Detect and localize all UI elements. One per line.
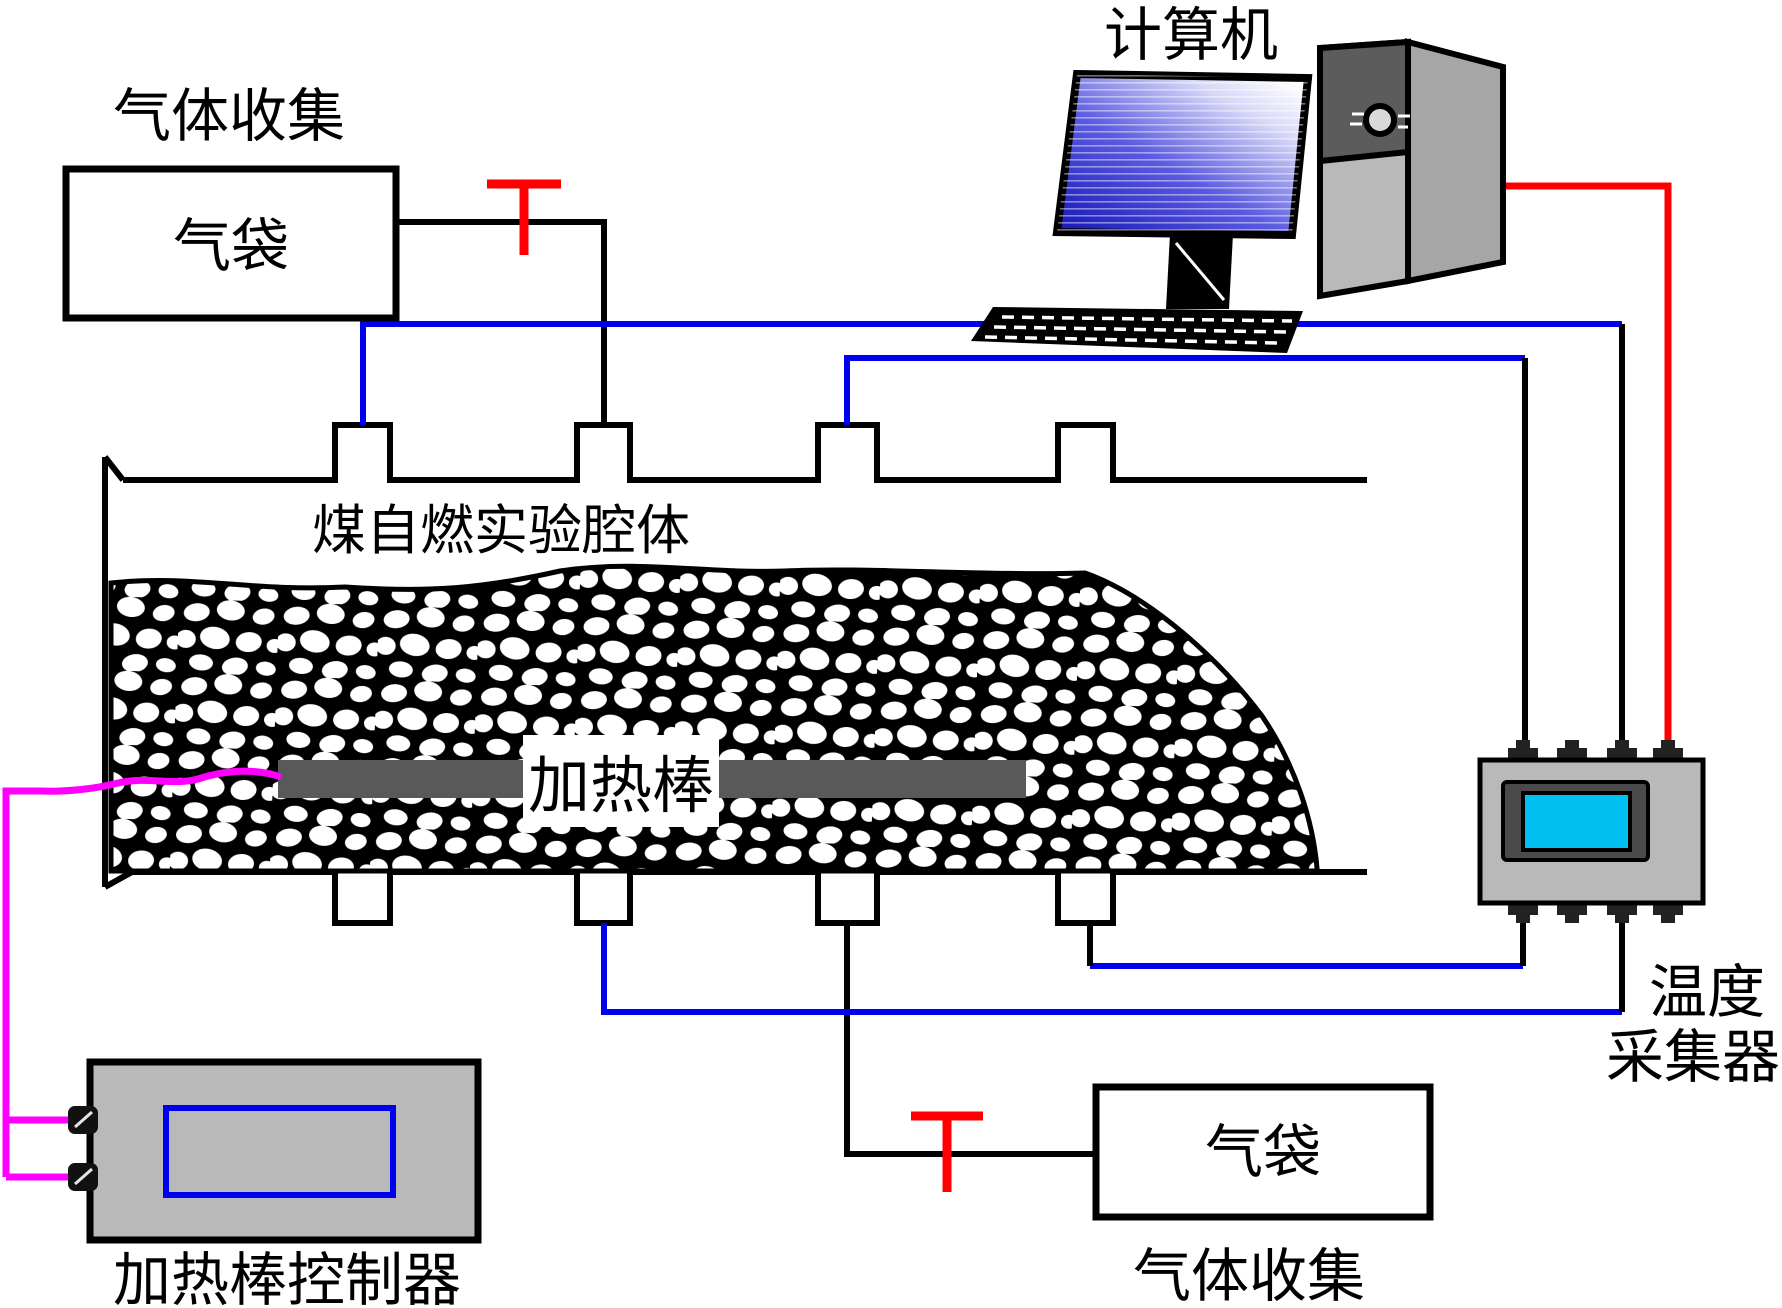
heating-rod-label: 加热棒 xyxy=(528,753,714,821)
tower-front-top xyxy=(1317,38,1411,165)
gas-collection-top-label: 气体收集 xyxy=(113,84,345,149)
keyboard-keys xyxy=(984,315,1293,345)
wire-bottom-port2 xyxy=(601,923,1622,1015)
collector-screen xyxy=(1521,791,1632,852)
combustion-chamber: 加热棒 煤自燃实验腔体 xyxy=(102,422,1367,926)
controller-body xyxy=(86,1058,482,1244)
power-button-icon xyxy=(1363,103,1397,137)
monitor-stand-fold xyxy=(1174,242,1226,301)
chamber-label: 煤自燃实验腔体 xyxy=(312,501,690,561)
collector-top-nubs xyxy=(1508,740,1683,762)
gas-bag-top-label: 气袋 xyxy=(173,214,289,279)
gas-bag-top-box xyxy=(62,165,400,322)
temperature-collector: 温度 采集器 xyxy=(1477,740,1780,1090)
gas-bag-bottom-box xyxy=(1092,1083,1434,1221)
collector-label-line1: 温度 xyxy=(1649,960,1765,1025)
gas-line-bottom xyxy=(844,923,1096,1157)
gas-line-top xyxy=(396,219,607,425)
power-button-glint xyxy=(1350,112,1410,129)
valve-bottom xyxy=(911,1111,983,1192)
controller-display xyxy=(163,1105,396,1198)
valve-icon xyxy=(487,179,561,255)
gas-collection-bottom-label: 气体收集 xyxy=(1133,1244,1365,1308)
gas-bag-top: 气体收集 气袋 xyxy=(62,84,400,322)
gas-bag-bottom-label: 气袋 xyxy=(1205,1120,1321,1185)
valve-top xyxy=(487,179,561,255)
collector-label-line2: 采集器 xyxy=(1606,1025,1780,1090)
thermocouple-wire-drops xyxy=(1087,324,1625,1012)
wire-top-port3 xyxy=(844,355,1525,425)
tower-side xyxy=(1405,38,1506,285)
monitor-scanlines xyxy=(1057,74,1308,235)
valve-icon xyxy=(911,1111,983,1192)
gas-bag-bottom: 气袋 气体收集 xyxy=(1092,1083,1434,1308)
gas-tubing xyxy=(396,219,1096,1157)
controller-label: 加热棒控制器 xyxy=(113,1248,461,1308)
computer-data-cable xyxy=(1502,182,1672,750)
chamber-lid xyxy=(123,422,1367,483)
heater-power-wire xyxy=(2,767,283,1181)
wire-heater xyxy=(2,767,283,1177)
heating-rod-label-plate xyxy=(523,735,719,827)
chamber-floor xyxy=(132,869,1367,926)
thermocouple-wires xyxy=(360,321,1622,1015)
controller-terminals xyxy=(68,1106,98,1191)
collector-bottom-nubs xyxy=(1508,901,1683,923)
computer-label: 计算机 xyxy=(1104,3,1278,68)
computer: 计算机 xyxy=(971,3,1506,353)
heater-controller: 加热棒控制器 xyxy=(68,1058,482,1308)
chamber-left-wall xyxy=(102,455,134,890)
